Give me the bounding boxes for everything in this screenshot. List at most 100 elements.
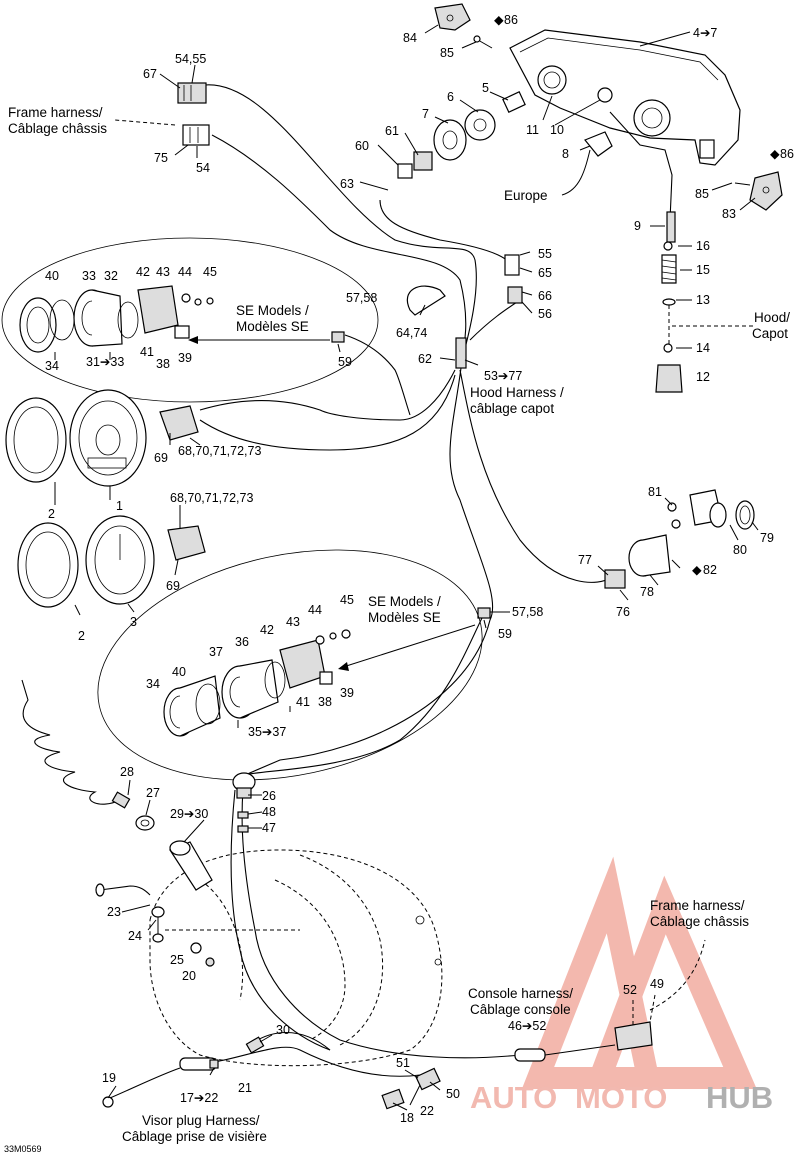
part-label-86-right: ◆ <box>770 147 780 161</box>
harness-wires <box>109 84 706 1099</box>
drawing-code: 33M0569 <box>4 1144 42 1154</box>
part-label-55: 55 <box>538 247 552 261</box>
part-label-82: 82 <box>703 563 717 577</box>
frame-harness-connectors-top <box>177 82 210 146</box>
part-label-59-bottom: 59 <box>498 627 512 641</box>
part-label-1: 1 <box>116 499 123 513</box>
part-label-40-bottom: 40 <box>172 665 186 679</box>
console-harness-caption-line2: Câblage console <box>470 1002 571 1017</box>
part-label-53-77: 53➔77 <box>484 369 522 383</box>
part-label-79: 79 <box>760 531 774 545</box>
part-label-37: 37 <box>209 645 223 659</box>
part-label-76: 76 <box>616 605 630 619</box>
part-label-56: 56 <box>538 307 552 321</box>
part-label-29-30: 29➔30 <box>170 807 208 821</box>
part-label-34-bottom: 34 <box>146 677 160 691</box>
gauges <box>5 389 206 616</box>
se-models-group-top <box>1 237 379 403</box>
part-label-41-bottom: 41 <box>296 695 310 709</box>
part-label-38-top: 38 <box>156 357 170 371</box>
part-label-69-bottom: 69 <box>166 579 180 593</box>
part-label-64-74: 64,74 <box>396 326 427 340</box>
part-label-63: 63 <box>340 177 354 191</box>
part-label-6: 6 <box>447 90 454 104</box>
part-label-43-top: 43 <box>156 265 170 279</box>
part-label-4-7: 4➔7 <box>693 26 717 40</box>
part-label-3: 3 <box>130 615 137 629</box>
part-label-5: 5 <box>482 81 489 95</box>
part-label-50: 50 <box>446 1087 460 1101</box>
part-label-24: 24 <box>128 929 142 943</box>
part-label-81: 81 <box>648 485 662 499</box>
part-label-86-top-number: 86 <box>504 13 518 27</box>
part-label-2-top: 2 <box>48 507 55 521</box>
part-label-68-bottom: 68,70,71,72,73 <box>170 491 253 505</box>
part-label-57-58-top: 57,58 <box>346 291 377 305</box>
part-label-2-bottom: 2 <box>78 629 85 643</box>
watermark-part-auto: AUTO <box>470 1080 557 1115</box>
console-panel <box>21 679 656 1111</box>
watermark-part-moto: MOTO <box>575 1080 667 1115</box>
hood-harness-caption-line2: câblage capot <box>470 401 554 416</box>
captions: Frame harness/ Câblage châssis SE Models… <box>4 105 790 1154</box>
part-label-16: 16 <box>696 239 710 253</box>
watermark-part-hub: HUB <box>706 1080 773 1115</box>
tie-wrap <box>331 285 491 619</box>
headlight-assembly <box>397 3 783 393</box>
part-label-69-top: 69 <box>154 451 168 465</box>
part-label-52: 52 <box>623 983 637 997</box>
part-label-28: 28 <box>120 765 134 779</box>
frame-harness-bottom-caption-line1: Frame harness/ <box>650 898 745 913</box>
part-label-75: 75 <box>154 151 168 165</box>
part-label-41-top: 41 <box>140 345 154 359</box>
part-label-42-top: 42 <box>136 265 150 279</box>
part-label-39-top: 39 <box>178 351 192 365</box>
part-label-23: 23 <box>107 905 121 919</box>
part-label-65: 65 <box>538 266 552 280</box>
part-label-10: 10 <box>550 123 564 137</box>
part-label-22: 22 <box>420 1104 434 1118</box>
hood-harness-caption-line1: Hood Harness / <box>470 385 564 400</box>
watermark: AUTO MOTO HUB <box>470 856 773 1115</box>
part-label-44-top: 44 <box>178 265 192 279</box>
part-label-51: 51 <box>396 1056 410 1070</box>
part-label-78: 78 <box>640 585 654 599</box>
part-label-85-top: 85 <box>440 46 454 60</box>
europe-caption: Europe <box>504 188 548 203</box>
part-label-20: 20 <box>182 969 196 983</box>
part-labels: 84 ◆ 86 85 4➔7 5 6 7 11 10 8 61 60 63 ◆ … <box>45 13 794 1125</box>
part-label-66: 66 <box>538 289 552 303</box>
part-label-9: 9 <box>634 219 641 233</box>
leader-lines <box>159 24 759 629</box>
part-label-35-37: 35➔37 <box>248 725 286 739</box>
part-label-67: 67 <box>143 67 157 81</box>
frame-harness-bottom-caption-line2: Câblage châssis <box>650 914 749 929</box>
se-models-group-bottom <box>97 549 483 781</box>
part-label-68-top: 68,70,71,72,73 <box>178 444 261 458</box>
part-label-47: 47 <box>262 821 276 835</box>
part-label-59-top: 59 <box>338 355 352 369</box>
part-label-86-right-number: 86 <box>780 147 794 161</box>
connectors-55-66 <box>504 254 523 304</box>
part-label-32: 32 <box>104 269 118 283</box>
part-label-43-bottom: 43 <box>286 615 300 629</box>
part-label-13: 13 <box>696 293 710 307</box>
part-label-25: 25 <box>170 953 184 967</box>
part-label-80: 80 <box>733 543 747 557</box>
hood-caption-line2: Capot <box>752 326 788 341</box>
part-label-60: 60 <box>355 139 369 153</box>
part-label-84: 84 <box>403 31 417 45</box>
frame-harness-top-caption-line1: Frame harness/ <box>8 105 103 120</box>
part-label-8: 8 <box>562 147 569 161</box>
part-label-33: 33 <box>82 269 96 283</box>
part-label-45-top: 45 <box>203 265 217 279</box>
part-label-39-bottom: 39 <box>340 686 354 700</box>
part-label-86-top: ◆ <box>494 13 504 27</box>
part-label-26: 26 <box>262 789 276 803</box>
part-label-12: 12 <box>696 370 710 384</box>
visor-plug-caption-line2: Câblage prise de visière <box>122 1129 267 1144</box>
part-label-82-symbol: ◆ <box>692 563 702 577</box>
part-label-31-33: 31➔33 <box>86 355 124 369</box>
part-label-46-52: 46➔52 <box>508 1019 546 1033</box>
